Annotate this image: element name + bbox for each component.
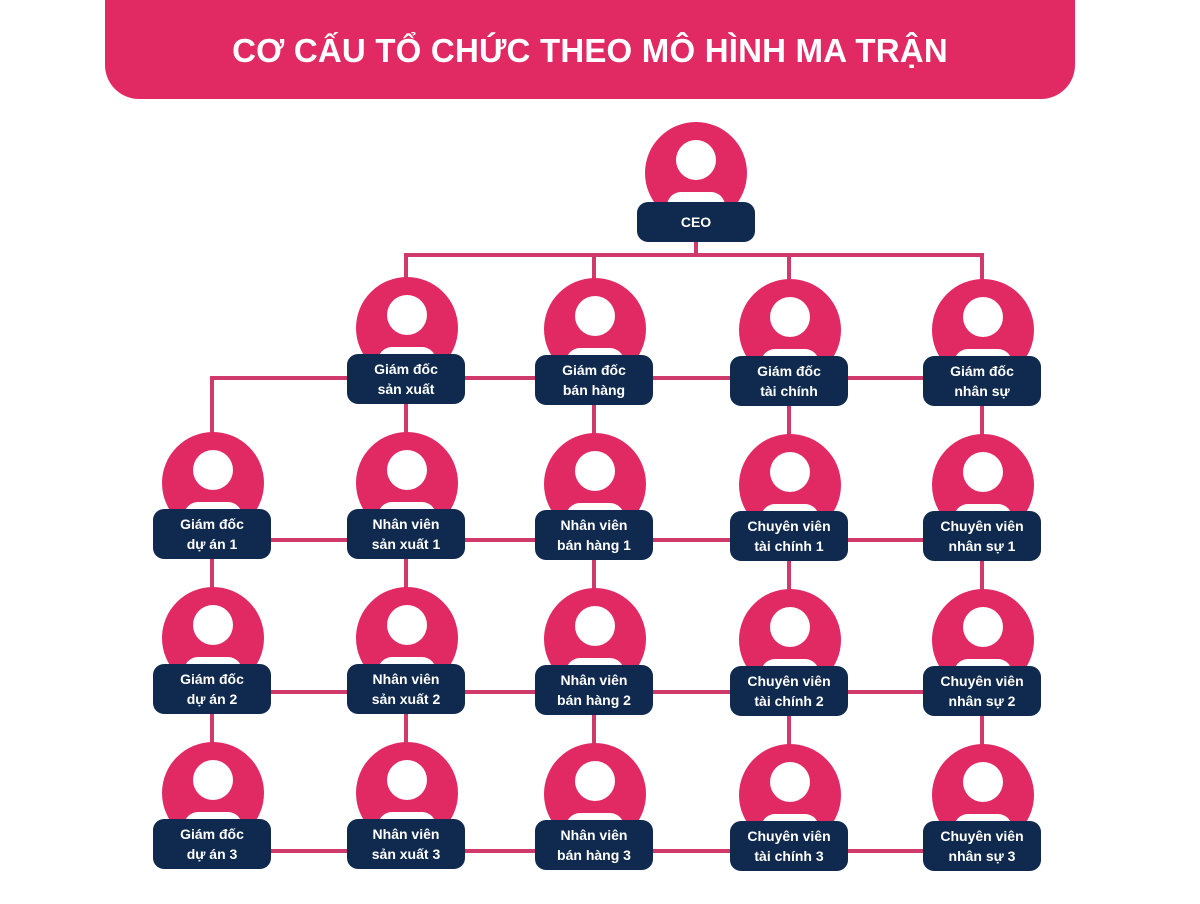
node-project-director-1[interactable]: Giám đốc dự án 1 xyxy=(153,432,273,592)
connector-top-bus xyxy=(404,253,984,257)
node-finance-specialist-2[interactable]: Chuyên viên tài chính 2 xyxy=(730,589,850,749)
node-finance-specialist-3[interactable]: Chuyên viên tài chính 3 xyxy=(730,744,850,904)
node-finance-specialist-1[interactable]: Chuyên viên tài chính 1 xyxy=(730,434,850,594)
node-director-sales[interactable]: Giám đốc bán hàng xyxy=(535,278,655,438)
node-label: Nhân viên bán hàng 3 xyxy=(535,820,653,870)
node-hr-specialist-1[interactable]: Chuyên viên nhân sự 1 xyxy=(923,434,1043,594)
node-label: Giám đốc dự án 3 xyxy=(153,819,271,869)
node-label: Chuyên viên tài chính 2 xyxy=(730,666,848,716)
node-label: Nhân viên bán hàng 1 xyxy=(535,510,653,560)
node-label: Giám đốc bán hàng xyxy=(535,355,653,405)
node-director-hr[interactable]: Giám đốc nhân sự xyxy=(923,279,1043,439)
node-label: Nhân viên sản xuất 2 xyxy=(347,664,465,714)
node-label: Nhân viên bán hàng 2 xyxy=(535,665,653,715)
node-director-finance[interactable]: Giám đốc tài chính xyxy=(730,279,850,439)
node-label: Giám đốc dự án 2 xyxy=(153,664,271,714)
node-hr-specialist-3[interactable]: Chuyên viên nhân sự 3 xyxy=(923,744,1043,904)
node-label: Giám đốc nhân sự xyxy=(923,356,1041,406)
node-project-director-3[interactable]: Giám đốc dự án 3 xyxy=(153,742,273,902)
node-sales-staff-1[interactable]: Nhân viên bán hàng 1 xyxy=(535,433,655,593)
connector-drop-director-3 xyxy=(787,253,791,283)
connector-drop-director-1 xyxy=(404,253,408,283)
node-label: Giám đốc sản xuất xyxy=(347,354,465,404)
node-director-production[interactable]: Giám đốc sản xuất xyxy=(347,277,467,437)
node-label: Chuyên viên tài chính 1 xyxy=(730,511,848,561)
node-label: Chuyên viên nhân sự 2 xyxy=(923,666,1041,716)
title-banner: CƠ CẤU TỔ CHỨC THEO MÔ HÌNH MA TRẬN xyxy=(105,0,1075,99)
connector-ceo-drop xyxy=(694,240,698,257)
node-production-staff-3[interactable]: Nhân viên sản xuất 3 xyxy=(347,742,467,902)
node-production-staff-2[interactable]: Nhân viên sản xuất 2 xyxy=(347,587,467,747)
node-label: Nhân viên sản xuất 3 xyxy=(347,819,465,869)
node-label: Chuyên viên nhân sự 3 xyxy=(923,821,1041,871)
connector-drop-director-2 xyxy=(592,253,596,283)
node-label: CEO xyxy=(637,202,755,242)
node-ceo[interactable]: CEO xyxy=(637,122,757,282)
node-project-director-2[interactable]: Giám đốc dự án 2 xyxy=(153,587,273,747)
node-label: Giám đốc tài chính xyxy=(730,356,848,406)
node-label: Nhân viên sản xuất 1 xyxy=(347,509,465,559)
connector-drop-director-4 xyxy=(980,253,984,283)
node-label: Chuyên viên nhân sự 1 xyxy=(923,511,1041,561)
node-production-staff-1[interactable]: Nhân viên sản xuất 1 xyxy=(347,432,467,592)
node-label: Giám đốc dự án 1 xyxy=(153,509,271,559)
node-sales-staff-3[interactable]: Nhân viên bán hàng 3 xyxy=(535,743,655,903)
node-label: Chuyên viên tài chính 3 xyxy=(730,821,848,871)
node-sales-staff-2[interactable]: Nhân viên bán hàng 2 xyxy=(535,588,655,748)
page-title: CƠ CẤU TỔ CHỨC THEO MÔ HÌNH MA TRẬN xyxy=(232,31,948,69)
node-hr-specialist-2[interactable]: Chuyên viên nhân sự 2 xyxy=(923,589,1043,749)
